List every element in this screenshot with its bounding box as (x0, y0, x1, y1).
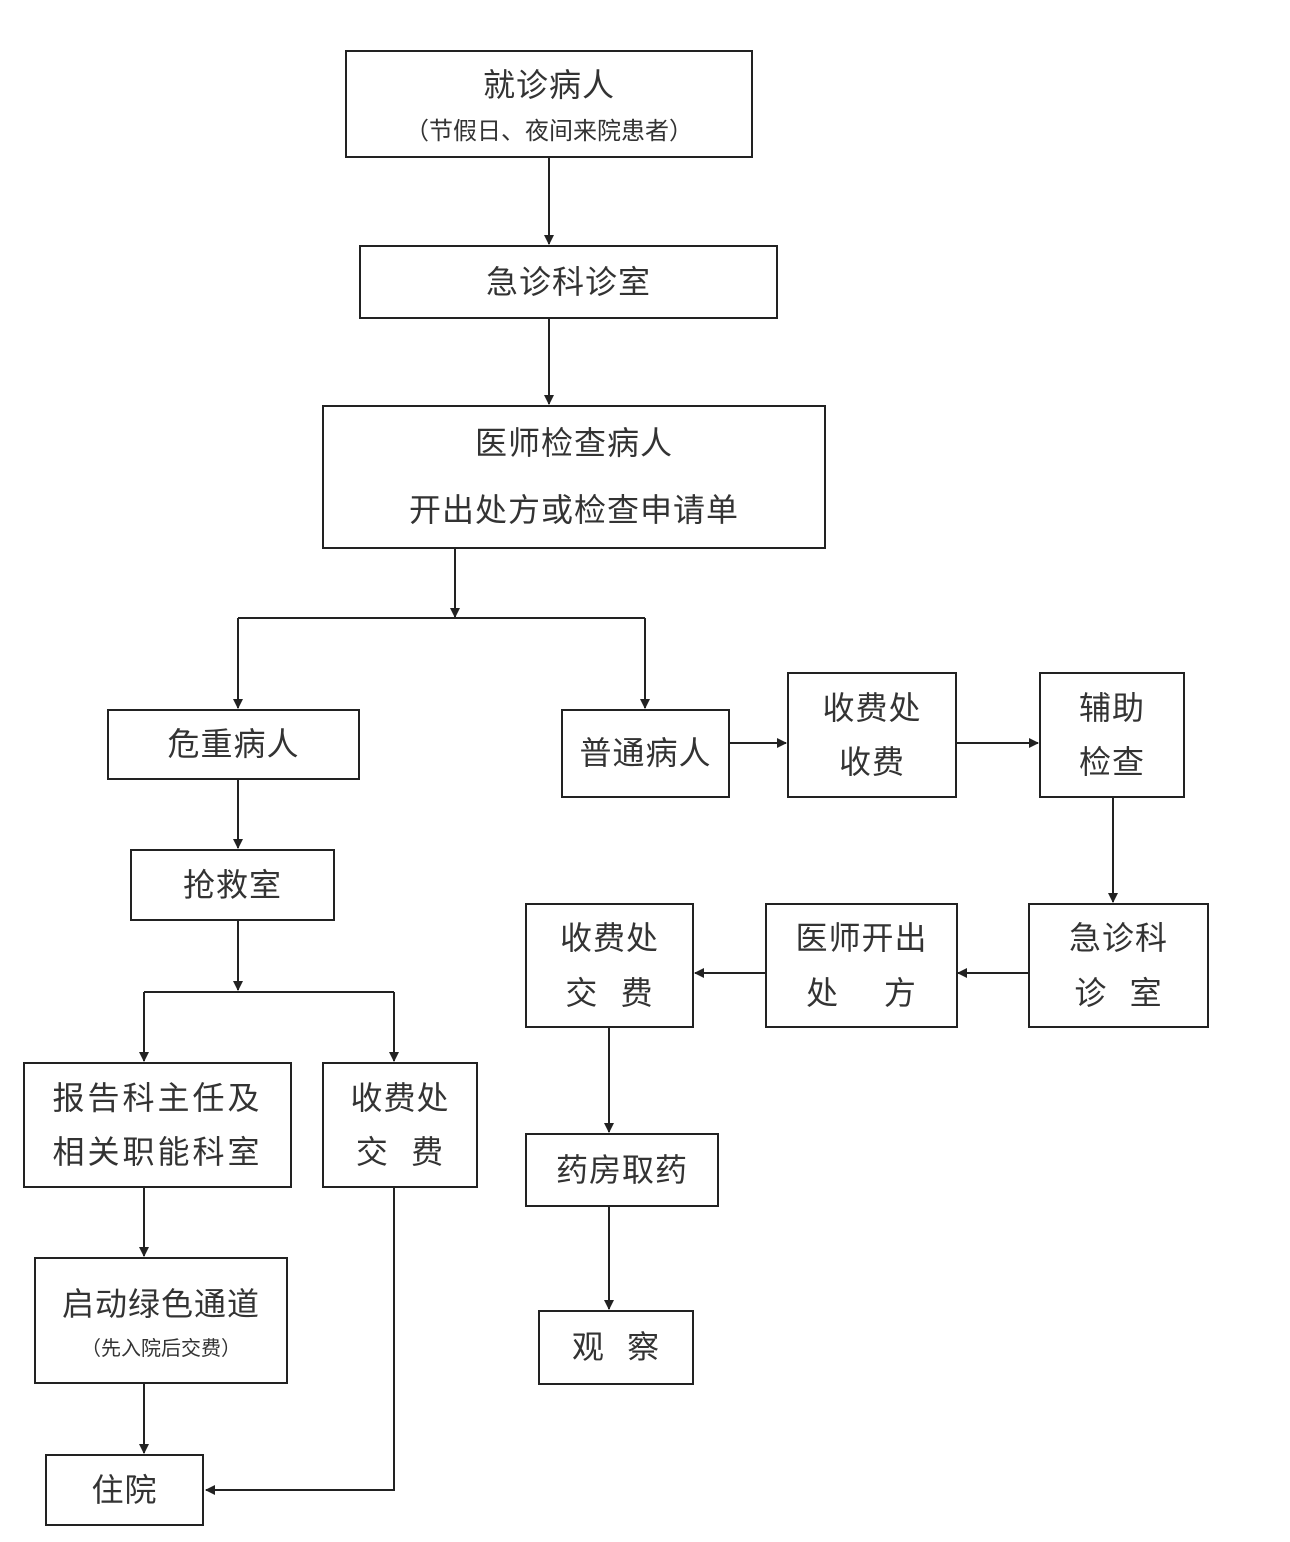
node-report: 报告科主任及 相关职能科室 (23, 1062, 292, 1188)
node-prescribe-line1: 医师开出 (795, 919, 928, 958)
node-patient-note: （节假日、夜间来院患者） (405, 117, 693, 145)
node-aux-exam-line2: 检查 (1078, 743, 1145, 781)
node-er-office2-line1: 急诊科 (1068, 919, 1168, 958)
node-er-office2: 急诊科 诊 室 (1028, 903, 1209, 1028)
node-report-line1: 报告科主任及 (52, 1078, 263, 1117)
node-pay-ordinary-line2: 交 费 (565, 973, 654, 1012)
node-pay-ordinary: 收费处 交 费 (525, 903, 694, 1028)
node-pay-critical: 收费处 交 费 (322, 1062, 478, 1188)
node-er-office-title: 急诊科诊室 (485, 262, 651, 301)
node-report-line2: 相关职能科室 (52, 1133, 263, 1171)
node-aux-exam-line1: 辅助 (1078, 688, 1145, 727)
node-cashier-fee-line1: 收费处 (822, 688, 922, 727)
node-patient: 就诊病人 （节假日、夜间来院患者） (345, 50, 753, 158)
node-doctor-exam-line1: 医师检查病人 (474, 423, 673, 462)
node-patient-title: 就诊病人 (482, 65, 615, 104)
node-pay-critical-line1: 收费处 (350, 1078, 450, 1117)
node-rescue: 抢救室 (130, 849, 335, 921)
arrow-pay-to-admit (205, 1186, 395, 1495)
node-critical: 危重病人 (107, 709, 360, 780)
node-rescue-title: 抢救室 (182, 865, 282, 904)
node-prescribe: 医师开出 处 方 (765, 903, 958, 1028)
node-prescribe-line2: 处 方 (806, 973, 917, 1012)
node-pay-ordinary-line1: 收费处 (559, 919, 659, 958)
node-observe-title: 观 察 (571, 1328, 661, 1367)
node-green-channel: 启动绿色通道 （先入院后交费） (34, 1257, 288, 1384)
node-cashier-fee: 收费处 收费 (787, 672, 957, 798)
node-critical-title: 危重病人 (167, 725, 300, 764)
node-er-office: 急诊科诊室 (359, 245, 778, 319)
node-admit: 住院 (45, 1454, 204, 1526)
node-observe: 观 察 (538, 1310, 694, 1385)
node-er-office2-line2: 诊 室 (1074, 973, 1163, 1012)
node-aux-exam: 辅助 检查 (1039, 672, 1185, 798)
node-doctor-exam: 医师检查病人 开出处方或检查申请单 (322, 405, 826, 549)
node-doctor-exam-line2: 开出处方或检查申请单 (408, 491, 739, 529)
node-ordinary: 普通病人 (561, 709, 730, 798)
node-pay-critical-line2: 交 费 (355, 1133, 445, 1171)
node-admit-title: 住院 (91, 1470, 158, 1509)
node-ordinary-title: 普通病人 (579, 734, 712, 773)
node-green-channel-title: 启动绿色通道 (61, 1285, 260, 1324)
node-pharmacy: 药房取药 (525, 1133, 719, 1207)
node-green-channel-note: （先入院后交费） (81, 1335, 241, 1360)
node-pharmacy-title: 药房取药 (555, 1150, 688, 1189)
node-cashier-fee-line2: 收费 (838, 743, 905, 781)
